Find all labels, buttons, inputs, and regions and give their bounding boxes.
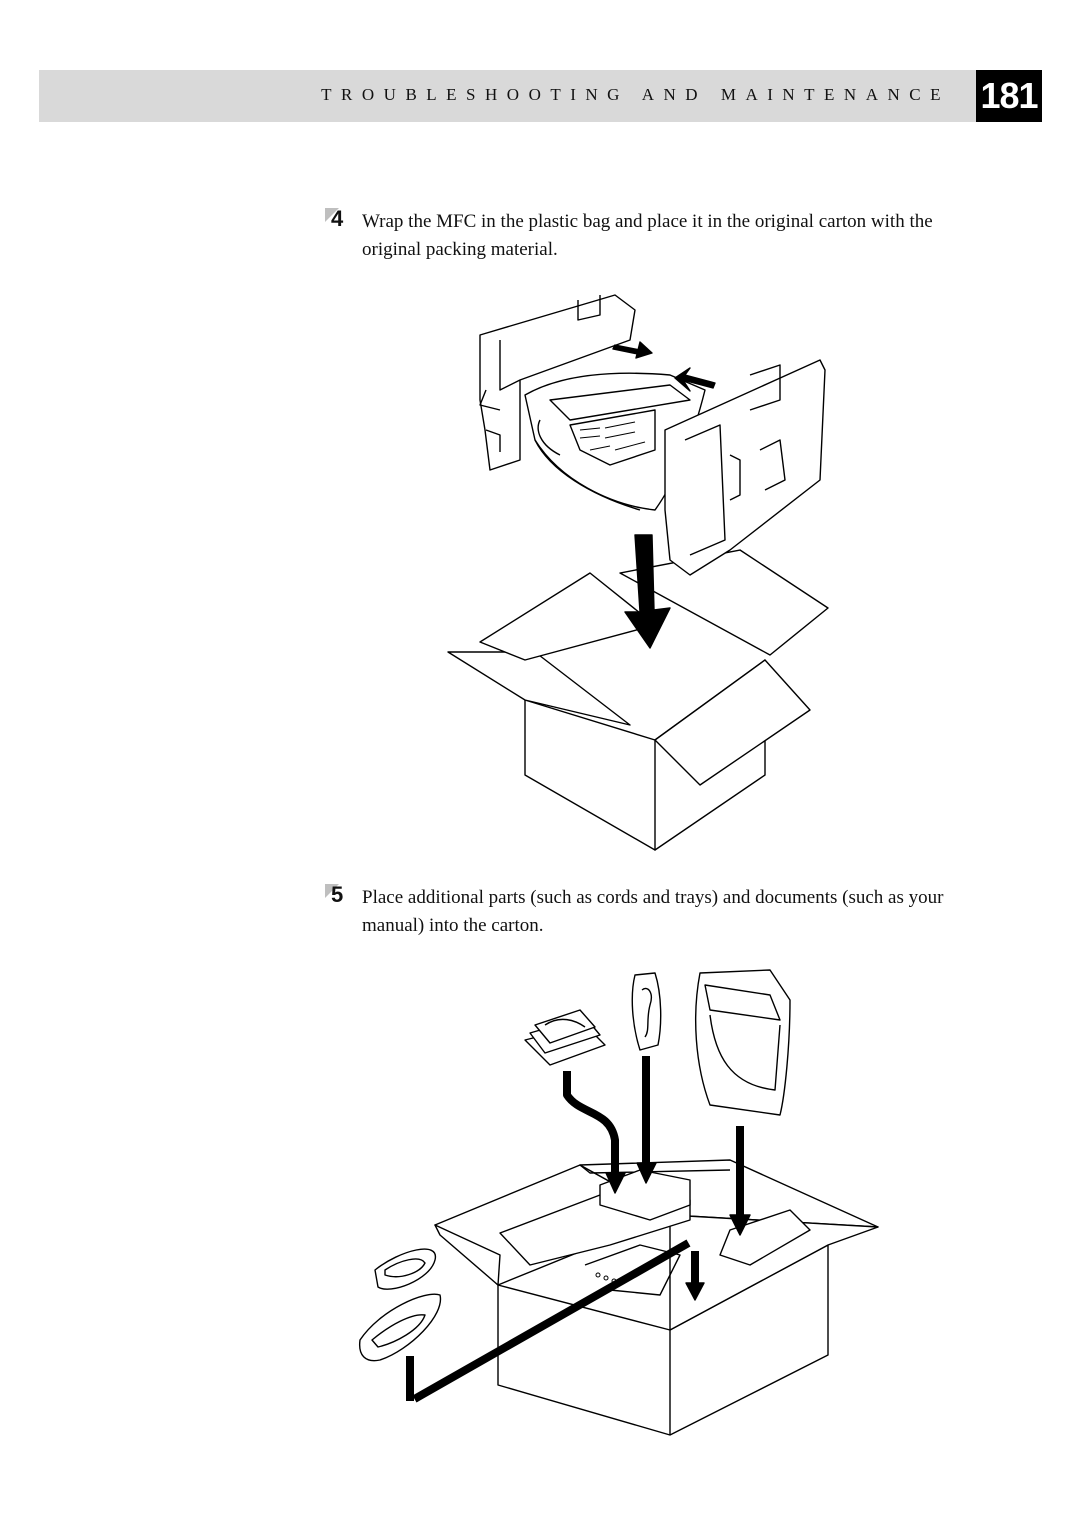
documents-stack-icon	[524, 1009, 606, 1066]
step-number: 5	[331, 882, 344, 907]
step-text: Place additional parts (such as cords an…	[362, 887, 944, 936]
cords-bag-icon	[358, 1248, 442, 1362]
right-arrow-icon	[612, 344, 641, 355]
additional-parts-illustration	[358, 969, 879, 1436]
small-part-bag-icon	[631, 972, 662, 1051]
packed-mfc-icon	[499, 1169, 811, 1296]
mfc-machine-icon	[524, 372, 706, 511]
page-number: 181	[976, 70, 1042, 122]
down-arrow-icon	[624, 534, 671, 649]
tray-bag-icon	[695, 969, 791, 1116]
step-marker: 4	[325, 206, 351, 234]
step-marker-triangle-icon	[325, 208, 339, 222]
step-number: 4	[331, 206, 344, 231]
step-5: 5 Place additional parts (such as cords …	[325, 882, 985, 940]
step-text: Wrap the MFC in the plastic bag and plac…	[362, 211, 933, 260]
foam-insert-right-icon	[664, 359, 826, 576]
packing-mfc-illustration	[447, 294, 829, 851]
step-4: 4 Wrap the MFC in the plastic bag and pl…	[325, 206, 985, 264]
header-band	[39, 70, 976, 122]
step-marker-triangle-icon	[325, 884, 339, 898]
step-marker: 5	[325, 882, 351, 910]
foam-insert-left-icon	[479, 294, 636, 471]
carton-open-icon	[447, 549, 829, 851]
insert-arrows-icon	[406, 1056, 744, 1403]
section-title: TROUBLESHOOTING AND MAINTENANCE	[321, 85, 950, 104]
left-arrow-icon	[674, 367, 716, 392]
